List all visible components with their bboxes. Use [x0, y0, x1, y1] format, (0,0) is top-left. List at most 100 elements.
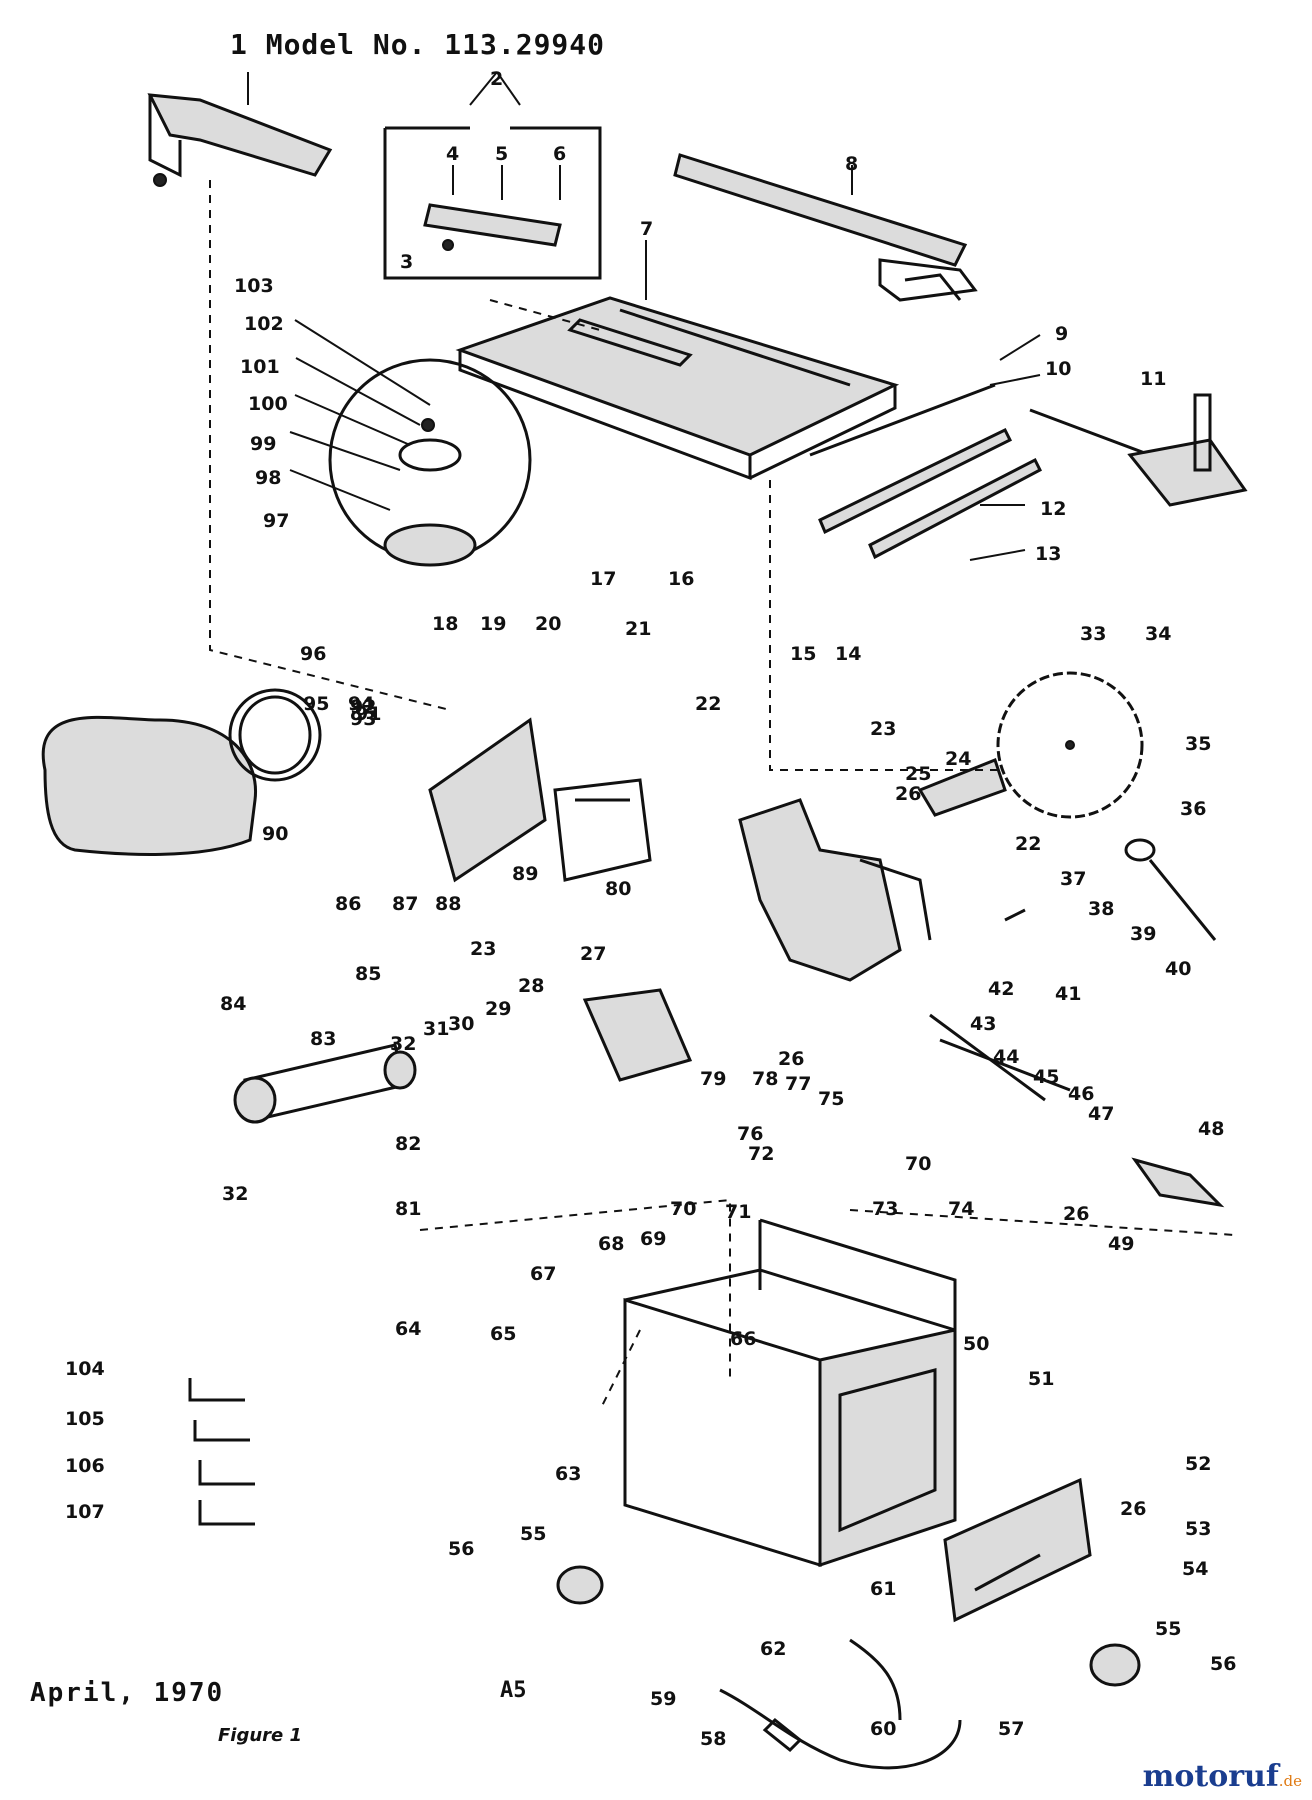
part-label: 57 — [998, 1718, 1024, 1740]
part-label: 85 — [355, 963, 381, 985]
part-label: 25 — [905, 763, 931, 785]
watermark-tld: .de — [1278, 1772, 1302, 1790]
fence-rails — [809, 383, 1042, 560]
part-label: 33 — [1080, 623, 1106, 645]
part-label: 46 — [1068, 1083, 1094, 1105]
part-label: 56 — [1210, 1653, 1236, 1675]
part-label: 102 — [244, 313, 284, 335]
tilt-shaft — [929, 1013, 1046, 1102]
part-label: 62 — [760, 1638, 786, 1660]
part-label: 26 — [1063, 1203, 1089, 1225]
part-label: 35 — [1185, 733, 1211, 755]
part-label: 100 — [248, 393, 288, 415]
part-label: 55 — [520, 1523, 546, 1545]
part-label: 79 — [700, 1068, 726, 1090]
part-label: 51 — [1028, 1368, 1054, 1390]
part-label: 92 — [350, 696, 376, 718]
part-label: 49 — [1108, 1233, 1134, 1255]
part-label: 42 — [988, 978, 1014, 1000]
part-label: 87 — [392, 893, 418, 915]
part-label: 72 — [748, 1143, 774, 1165]
part-label: 88 — [435, 893, 461, 915]
part-label: 48 — [1198, 1118, 1224, 1140]
part-label: 95 — [303, 693, 329, 715]
leader-lines — [247, 71, 1041, 561]
part-label: 64 — [395, 1318, 421, 1340]
part-label: 80 — [605, 878, 631, 900]
part-label: 59 — [650, 1688, 676, 1710]
part-label: 54 — [1182, 1558, 1208, 1580]
part-label: 97 — [263, 510, 289, 532]
part-label: 93 — [350, 708, 376, 730]
part-label: 61 — [870, 1578, 896, 1600]
part-label: 78 — [752, 1068, 778, 1090]
arbor-trunnion-assembly — [582, 758, 1071, 1092]
part-label: 6 — [553, 143, 566, 165]
part-label: 9 — [1055, 323, 1068, 345]
model-number-header: 1 Model No. 113.29940 — [230, 28, 606, 61]
part-label: 19 — [480, 613, 506, 635]
part-label: 39 — [1130, 923, 1156, 945]
part-label: 84 — [220, 993, 246, 1015]
part-label: 47 — [1088, 1103, 1114, 1125]
part-label: 32 — [222, 1183, 248, 1205]
part-label: 67 — [530, 1263, 556, 1285]
leveling-feet — [556, 1565, 1141, 1687]
part-label: 12 — [1040, 498, 1066, 520]
part-label: 16 — [668, 568, 694, 590]
handwheel — [1131, 1157, 1225, 1208]
watermark-brand: motoruf — [1142, 1759, 1279, 1794]
part-label: 82 — [395, 1133, 421, 1155]
part-label: 103 — [234, 275, 274, 297]
part-label: 31 — [423, 1018, 449, 1040]
part-label: 17 — [590, 568, 616, 590]
motor-cover — [41, 688, 322, 856]
part-label: 75 — [818, 1088, 844, 1110]
part-label: 99 — [250, 433, 276, 455]
part-label: 23 — [870, 718, 896, 740]
part-label: 73 — [872, 1198, 898, 1220]
part-label: 37 — [1060, 868, 1086, 890]
part-number-labels: 2 3 4 5 6 7 8 9 10 11 12 13 14 15 16 17 … — [65, 68, 1236, 1750]
part-label: 101 — [240, 356, 280, 378]
part-label: 26 — [778, 1048, 804, 1070]
part-label: 10 — [1045, 358, 1071, 380]
power-cord — [719, 1638, 962, 1770]
part-label: 45 — [1033, 1066, 1059, 1088]
part-label: 106 — [65, 1455, 105, 1477]
part-label: 105 — [65, 1408, 105, 1430]
part-label: 77 — [785, 1073, 811, 1095]
part-label: 40 — [1165, 958, 1191, 980]
part-label: 76 — [737, 1123, 763, 1145]
part-label: 53 — [1185, 1518, 1211, 1540]
alignment-lines — [209, 180, 1236, 1411]
part-label: 94 — [348, 693, 374, 715]
part-label: 83 — [310, 1028, 336, 1050]
miter-gauge — [1029, 393, 1248, 507]
cabinet-base — [623, 1218, 957, 1568]
part-label: 43 — [970, 1013, 996, 1035]
part-label: 2 — [490, 68, 503, 90]
part-label: 91 — [355, 703, 381, 725]
page-code: A5 — [500, 1678, 527, 1703]
motor-mount-brackets — [428, 717, 652, 883]
arbor-wrench — [1124, 838, 1217, 941]
drive-belt — [233, 1043, 417, 1124]
part-label: 22 — [695, 693, 721, 715]
part-label: 70 — [905, 1153, 931, 1175]
part-label: 60 — [870, 1718, 896, 1740]
switch-panel — [943, 1477, 1092, 1623]
part-label: 28 — [518, 975, 544, 997]
part-label: 21 — [625, 618, 651, 640]
part-label: 65 — [490, 1323, 516, 1345]
part-label: 96 — [300, 643, 326, 665]
part-label: 74 — [948, 1198, 974, 1220]
throat-plate-detail — [328, 358, 532, 567]
part-label: 27 — [580, 943, 606, 965]
blade-guard-arm — [147, 93, 333, 187]
part-label: 56 — [448, 1538, 474, 1560]
part-label: 98 — [255, 467, 281, 489]
part-label: 86 — [335, 893, 361, 915]
part-label: 29 — [485, 998, 511, 1020]
part-label: 5 — [495, 143, 508, 165]
